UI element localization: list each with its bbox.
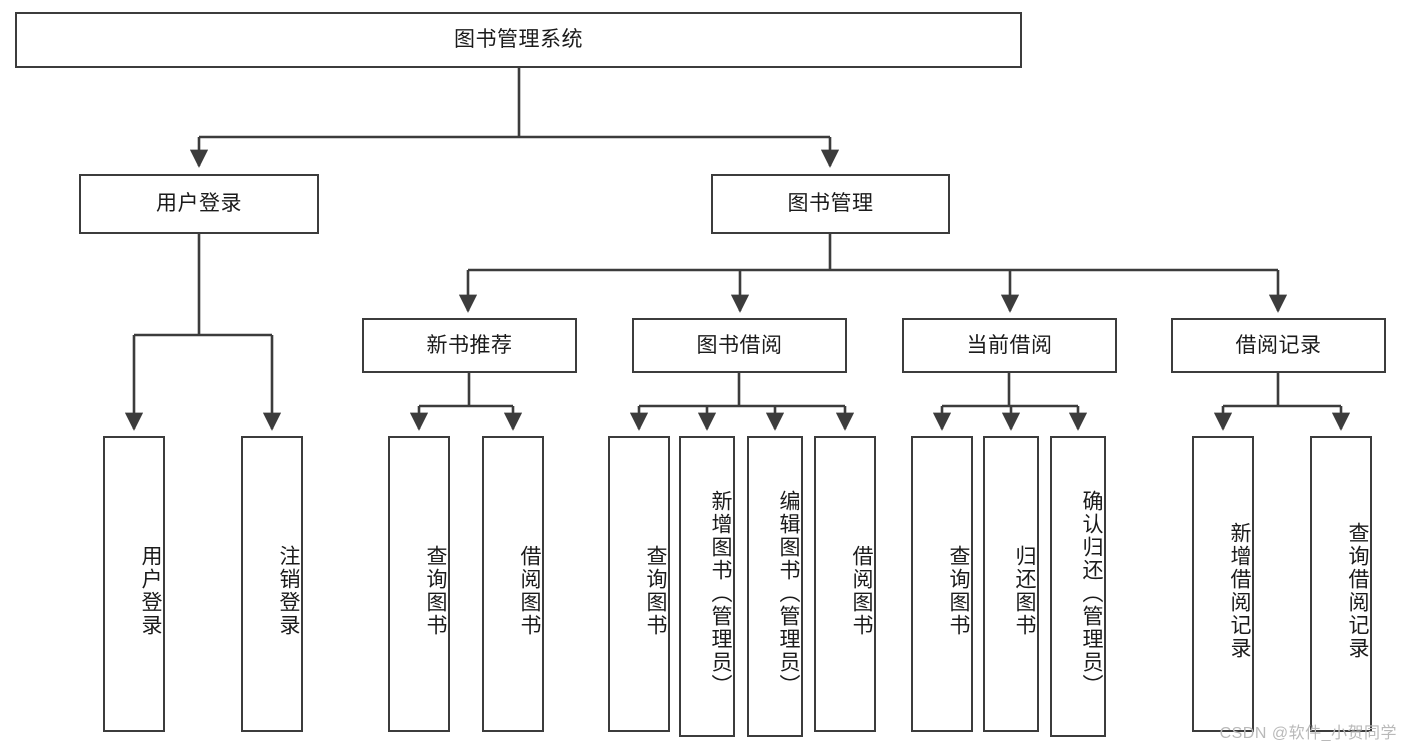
leaf-confirm-return-admin[interactable]: 确认归还（管理员） <box>1050 436 1106 737</box>
leaf-query-book-newbook-label: 查询图书 <box>424 545 447 637</box>
node-borrow-records[interactable]: 借阅记录 <box>1171 318 1386 373</box>
leaf-lend-book[interactable]: 借阅图书 <box>814 436 876 732</box>
leaf-return-book-label: 归还图书 <box>1013 545 1036 637</box>
node-user-login[interactable]: 用户登录 <box>79 174 319 234</box>
node-root-label: 图书管理系统 <box>454 28 583 52</box>
node-borrow-records-label: 借阅记录 <box>1235 333 1322 357</box>
leaf-user-login-label: 用户登录 <box>139 545 162 637</box>
node-user-login-label: 用户登录 <box>156 192 242 216</box>
node-book-management[interactable]: 图书管理 <box>711 174 950 234</box>
node-current-borrow[interactable]: 当前借阅 <box>902 318 1117 373</box>
leaf-query-book-current[interactable]: 查询图书 <box>911 436 973 732</box>
leaf-add-book-admin-label: 新增图书（管理员） <box>709 490 732 697</box>
leaf-logout-label: 注销登录 <box>277 545 300 637</box>
leaf-borrow-book-newbook[interactable]: 借阅图书 <box>482 436 544 732</box>
leaf-logout[interactable]: 注销登录 <box>241 436 303 732</box>
node-book-management-label: 图书管理 <box>787 192 874 216</box>
leaf-edit-book-admin-label: 编辑图书（管理员） <box>777 490 800 697</box>
node-book-borrow[interactable]: 图书借阅 <box>632 318 847 373</box>
node-new-book-recommend-label: 新书推荐 <box>426 333 513 357</box>
leaf-query-borrow-record[interactable]: 查询借阅记录 <box>1310 436 1372 732</box>
leaf-query-book-current-label: 查询图书 <box>947 545 970 637</box>
leaf-query-book-newbook[interactable]: 查询图书 <box>388 436 450 732</box>
leaf-edit-book-admin[interactable]: 编辑图书（管理员） <box>747 436 803 737</box>
csdn-watermark: CSDN @软件_小贺同学 <box>1219 725 1397 742</box>
leaf-borrow-book-newbook-label: 借阅图书 <box>518 545 541 637</box>
leaf-confirm-return-admin-label: 确认归还（管理员） <box>1080 490 1103 697</box>
leaf-return-book[interactable]: 归还图书 <box>983 436 1039 732</box>
node-root[interactable]: 图书管理系统 <box>15 12 1022 68</box>
leaf-add-borrow-record-label: 新增借阅记录 <box>1228 522 1251 660</box>
leaf-lend-book-label: 借阅图书 <box>850 545 873 637</box>
node-current-borrow-label: 当前借阅 <box>966 333 1053 357</box>
leaf-query-borrow-record-label: 查询借阅记录 <box>1346 522 1369 660</box>
node-new-book-recommend[interactable]: 新书推荐 <box>362 318 577 373</box>
leaf-query-book-borrow[interactable]: 查询图书 <box>608 436 670 732</box>
leaf-user-login[interactable]: 用户登录 <box>103 436 165 732</box>
node-book-borrow-label: 图书借阅 <box>696 333 783 357</box>
leaf-query-book-borrow-label: 查询图书 <box>644 545 667 637</box>
leaf-add-borrow-record[interactable]: 新增借阅记录 <box>1192 436 1254 732</box>
leaf-add-book-admin[interactable]: 新增图书（管理员） <box>679 436 735 737</box>
